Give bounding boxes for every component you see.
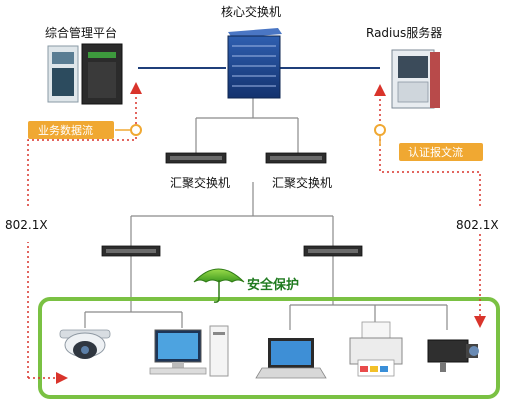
core-switch-label: 核心交换机 [221,4,281,19]
agg-switch-left-icon [165,152,227,164]
agg-switch-left-label: 汇聚交换机 [170,175,230,190]
auth-flow-tag-label: 认证报文流 [408,145,463,159]
business-flow-tag [28,121,114,139]
left-protocol-label: 802.1X [5,218,48,232]
auth-flow-node [374,124,386,136]
right-protocol-label: 802.1X [456,218,499,232]
agg-switch-right-icon [265,152,327,164]
core-switch-icon [227,28,282,99]
laptop-icon [255,338,327,379]
business-flow-node [130,124,142,136]
mgmt-platform-icon [47,43,123,105]
access-switch-left-icon [101,245,161,257]
auth-flow-tag [399,143,483,161]
security-zone-frame [38,297,500,399]
mgmt-platform-label: 综合管理平台 [45,25,117,40]
desktop-pc-icon [149,325,229,377]
umbrella-icon [193,268,245,303]
access-switch-right-icon [303,245,363,257]
access-to-device-links [84,256,448,330]
radius-server-label: Radius服务器 [366,25,442,40]
box-camera-icon [427,339,479,372]
agg-switch-right-label: 汇聚交换机 [272,175,332,190]
business-flow-arrow-top [27,82,142,206]
business-flow-tag-label: 业务数据流 [38,123,93,137]
core-to-agg-links [195,98,299,153]
printer-icon [349,321,403,377]
agg-to-access-links [130,182,334,246]
dome-camera-icon [59,329,111,359]
radius-server-icon [391,49,440,109]
security-label: 安全保护 [247,277,299,293]
